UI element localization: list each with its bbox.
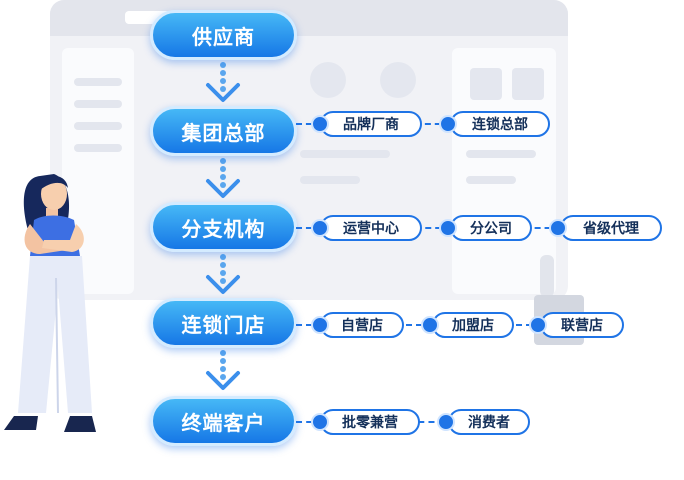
stage-supplier: 供应商	[150, 10, 297, 60]
background-circle	[310, 62, 346, 98]
background-post	[540, 255, 554, 297]
branch-dot	[439, 115, 457, 133]
background-line	[74, 144, 122, 152]
branch-dot	[421, 316, 439, 334]
background-line	[466, 150, 536, 158]
stage-branch: 分支机构	[150, 202, 297, 252]
connector-dots	[220, 158, 226, 190]
background-line	[300, 176, 360, 184]
tag-self-operated-store: 自营店	[320, 312, 404, 338]
tag-chain-headquarters: 连锁总部	[450, 111, 550, 137]
tag-subsidiary: 分公司	[450, 215, 532, 241]
tag-franchise-store: 加盟店	[432, 312, 514, 338]
branch-dot	[311, 115, 329, 133]
woman-illustration	[4, 174, 96, 432]
tag-brand-manufacturer: 品牌厂商	[320, 111, 422, 137]
chevron-down-icon	[206, 83, 240, 102]
background-line	[466, 176, 516, 184]
background-line	[74, 78, 122, 86]
branch-dot	[549, 219, 567, 237]
background-line	[74, 122, 122, 130]
tag-consumer: 消费者	[448, 409, 530, 435]
branch-dot	[439, 219, 457, 237]
connector-dots	[220, 350, 226, 382]
background-square	[470, 68, 502, 100]
branch-dot	[529, 316, 547, 334]
branch-dot	[311, 219, 329, 237]
background-line	[74, 100, 122, 108]
chevron-down-icon	[206, 371, 240, 390]
background-line	[300, 150, 390, 158]
tag-wholesale-retail: 批零兼营	[320, 409, 420, 435]
stage-customer: 终端客户	[150, 396, 297, 446]
chevron-down-icon	[206, 275, 240, 294]
stage-store: 连锁门店	[150, 298, 297, 348]
background-circle	[380, 62, 416, 98]
tag-joint-store: 联营店	[540, 312, 624, 338]
connector-dots	[220, 254, 226, 286]
stage-headquarters: 集团总部	[150, 106, 297, 156]
background-square	[512, 68, 544, 100]
connector-dots	[220, 62, 226, 94]
branch-dot	[311, 413, 329, 431]
tag-provincial-agent: 省级代理	[560, 215, 662, 241]
chevron-down-icon	[206, 179, 240, 198]
branch-dot	[311, 316, 329, 334]
branch-dot	[437, 413, 455, 431]
tag-operation-center: 运营中心	[320, 215, 422, 241]
